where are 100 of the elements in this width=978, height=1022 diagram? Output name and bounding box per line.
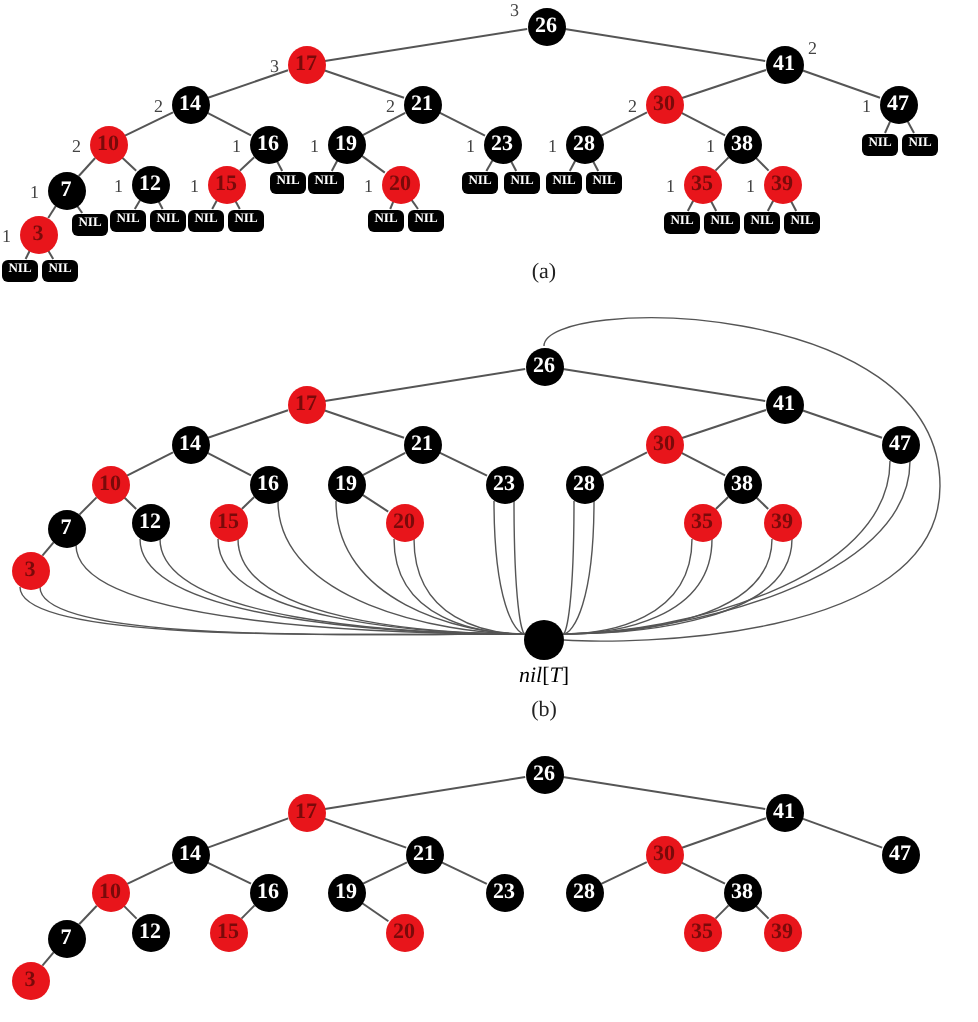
node-circle: 26 bbox=[525, 347, 563, 385]
node-circle: 10 bbox=[89, 125, 127, 163]
connector-line bbox=[801, 409, 883, 439]
node-circle: 21 bbox=[403, 85, 441, 123]
connector-line bbox=[120, 156, 138, 172]
connector-line bbox=[714, 156, 730, 172]
node-circle: 35 bbox=[683, 913, 721, 951]
node-circle: 41 bbox=[765, 45, 803, 83]
node-circle: 16 bbox=[249, 465, 287, 503]
node-label: nil[T] bbox=[518, 666, 570, 688]
connector-line bbox=[884, 120, 892, 134]
connector-line bbox=[362, 861, 408, 885]
panel-label: (a) bbox=[531, 262, 557, 284]
connector-line bbox=[78, 904, 98, 926]
height-label: 1 bbox=[114, 178, 123, 196]
connector-line bbox=[680, 111, 726, 137]
node-circle: 15 bbox=[207, 165, 245, 203]
connector-line bbox=[206, 451, 252, 477]
connector-line bbox=[207, 69, 289, 99]
connector-line bbox=[78, 496, 98, 516]
node-circle: 3 bbox=[11, 551, 49, 589]
connector-line bbox=[206, 817, 290, 849]
node-circle: 12 bbox=[131, 165, 169, 203]
connector-line bbox=[754, 904, 770, 920]
connector-line bbox=[207, 409, 289, 439]
height-label: 1 bbox=[310, 138, 319, 156]
height-label: 1 bbox=[706, 138, 715, 156]
connector-line bbox=[561, 368, 767, 402]
node-circle: 12 bbox=[131, 913, 169, 951]
connector-line bbox=[361, 451, 407, 477]
node-circle: 3 bbox=[11, 961, 49, 999]
node-circle: 14 bbox=[171, 425, 209, 463]
connector-line bbox=[126, 451, 174, 477]
node-circle: 41 bbox=[765, 385, 803, 423]
node-circle: 47 bbox=[881, 425, 919, 463]
connector-line bbox=[801, 69, 881, 99]
height-label: 1 bbox=[746, 178, 755, 196]
connector-line bbox=[543, 317, 941, 642]
node-circle: 16 bbox=[249, 125, 287, 163]
connector-line bbox=[681, 817, 767, 849]
connector-line bbox=[323, 409, 405, 439]
connector-line bbox=[754, 156, 770, 172]
node-circle: 28 bbox=[565, 125, 603, 163]
connector-line bbox=[360, 154, 386, 174]
node-circle: 3 bbox=[19, 215, 57, 253]
connector-line bbox=[561, 776, 767, 810]
node-circle: 15 bbox=[209, 503, 247, 541]
node-circle: 26 bbox=[527, 7, 565, 45]
height-label: 3 bbox=[270, 58, 279, 76]
connector-line bbox=[122, 496, 138, 510]
connector-line bbox=[206, 861, 252, 885]
connector-line bbox=[680, 451, 726, 477]
node-circle: 47 bbox=[881, 835, 919, 873]
node-circle: 17 bbox=[287, 385, 325, 423]
connector-line bbox=[323, 28, 529, 62]
connector-line bbox=[41, 951, 55, 967]
connector-line bbox=[681, 69, 767, 99]
connector-line bbox=[513, 500, 526, 635]
node-circle: 17 bbox=[287, 793, 325, 831]
node-circle: 21 bbox=[403, 425, 441, 463]
node-circle: 14 bbox=[171, 835, 209, 873]
connector-line bbox=[681, 409, 767, 439]
connector-line bbox=[485, 159, 494, 172]
height-label: 2 bbox=[386, 98, 395, 116]
node-circle: 20 bbox=[381, 165, 419, 203]
node-circle: 15 bbox=[209, 913, 247, 951]
node-circle: 41 bbox=[765, 793, 803, 831]
connector-line bbox=[360, 493, 390, 513]
connector-line bbox=[562, 500, 595, 635]
node-circle: 28 bbox=[565, 873, 603, 911]
height-label: 1 bbox=[2, 228, 11, 246]
connector-line bbox=[438, 111, 486, 137]
connector-line bbox=[133, 199, 141, 210]
node-circle: 7 bbox=[47, 171, 85, 209]
node-circle: 28 bbox=[565, 465, 603, 503]
connector-line bbox=[562, 500, 575, 635]
connector-line bbox=[323, 69, 405, 99]
node-circle: 21 bbox=[405, 835, 443, 873]
node-circle: 19 bbox=[327, 125, 365, 163]
connector-line bbox=[413, 538, 526, 635]
height-label: 1 bbox=[862, 98, 871, 116]
node-circle: 10 bbox=[91, 873, 129, 911]
connector-line bbox=[600, 861, 648, 885]
connector-line bbox=[361, 111, 407, 137]
node-circle: 23 bbox=[485, 873, 523, 911]
node-circle: 16 bbox=[249, 873, 287, 911]
height-label: 1 bbox=[466, 138, 475, 156]
node-circle: 30 bbox=[645, 425, 683, 463]
height-label: 1 bbox=[232, 138, 241, 156]
height-label: 2 bbox=[628, 98, 637, 116]
height-label: 2 bbox=[154, 98, 163, 116]
node-circle: 20 bbox=[385, 913, 423, 951]
connector-line bbox=[493, 500, 526, 635]
connector-line bbox=[240, 496, 256, 510]
node-circle: 23 bbox=[483, 125, 521, 163]
connector-line bbox=[440, 861, 488, 885]
node-circle: 35 bbox=[683, 503, 721, 541]
connector-line bbox=[77, 157, 97, 177]
node-circle: 39 bbox=[763, 503, 801, 541]
height-label: 2 bbox=[72, 138, 81, 156]
